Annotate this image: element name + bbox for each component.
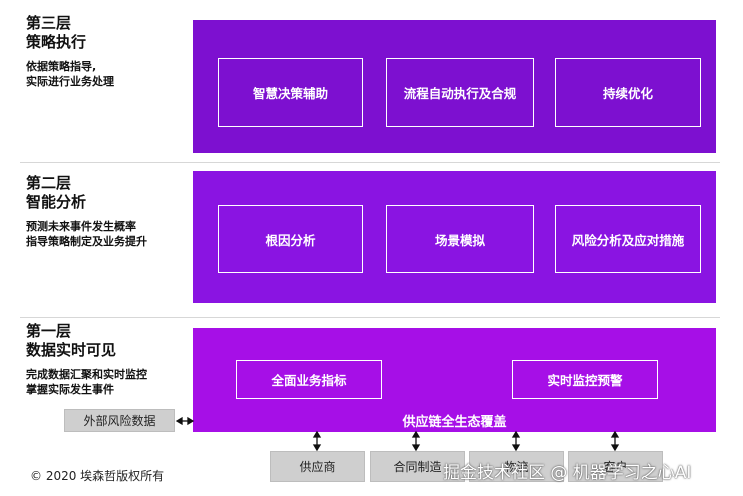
- layer3-desc-line1: 依据策略指导,: [26, 60, 97, 73]
- layer2-title-line1: 第二层: [26, 174, 72, 192]
- arrow-external-to-banner: [175, 416, 195, 426]
- layer1-desc-line1: 完成数据汇聚和实时监控: [26, 368, 147, 381]
- source-logistics: 物流: [469, 451, 564, 482]
- capability-risk-analysis: 风险分析及应对措施: [555, 205, 701, 273]
- capability-process-automation: 流程自动执行及合规: [386, 58, 534, 127]
- layer2-desc-line2: 指导策略制定及业务提升: [26, 235, 147, 248]
- layer1-description: 完成数据汇聚和实时监控 掌握实际发生事件: [26, 367, 147, 397]
- capability-realtime-alert: 实时监控预警: [512, 360, 658, 399]
- layer2-desc-line1: 预测未来事件发生概率: [26, 220, 136, 233]
- capability-business-metrics: 全面业务指标: [236, 360, 382, 399]
- capability-continuous-optimization: 持续优化: [555, 58, 701, 127]
- source-contract-manufacturing: 合同制造: [370, 451, 465, 482]
- layer3-title-line2: 策略执行: [26, 33, 87, 51]
- capability-scenario-simulation: 场景模拟: [386, 205, 534, 273]
- source-customer: 客户: [568, 451, 663, 482]
- ecosystem-coverage-banner: 供应链全生态覆盖: [402, 415, 507, 430]
- layer1-desc-line2: 掌握实际发生事件: [26, 383, 114, 396]
- layer3-title-line1: 第三层: [26, 14, 72, 32]
- source-supplier: 供应商: [270, 451, 365, 482]
- layer2-description: 预测未来事件发生概率 指导策略制定及业务提升: [26, 219, 147, 249]
- capability-root-cause: 根因分析: [218, 205, 363, 273]
- capability-smart-decision: 智慧决策辅助: [218, 58, 363, 127]
- external-risk-data-box: 外部风险数据: [64, 409, 175, 432]
- layer1-label: 第一层 数据实时可见 完成数据汇聚和实时监控 掌握实际发生事件: [26, 322, 147, 397]
- layer2-label: 第二层 智能分析 预测未来事件发生概率 指导策略制定及业务提升: [26, 174, 147, 249]
- arrow-customer: [610, 430, 620, 452]
- layer3-panel: [193, 20, 716, 153]
- separator-top: [20, 162, 720, 163]
- arrow-contract-manufacturing: [411, 430, 421, 452]
- separator-bottom: [20, 317, 720, 318]
- layer3-label: 第三层 策略执行 依据策略指导, 实际进行业务处理: [26, 14, 114, 89]
- arrow-logistics: [511, 430, 521, 452]
- watermark-text: 掘金技术社区 @ 机器学习之心AI: [443, 463, 692, 483]
- layer1-panel: [193, 328, 716, 432]
- arrow-supplier: [312, 430, 322, 452]
- copyright-text: © 2020 埃森哲版权所有: [30, 469, 165, 483]
- layer2-title-line2: 智能分析: [26, 193, 87, 211]
- layer3-description: 依据策略指导, 实际进行业务处理: [26, 59, 114, 89]
- layer3-desc-line2: 实际进行业务处理: [26, 75, 114, 88]
- layer2-panel: [193, 171, 716, 303]
- layer1-title-line2: 数据实时可见: [26, 341, 117, 359]
- layer1-title-line1: 第一层: [26, 322, 72, 340]
